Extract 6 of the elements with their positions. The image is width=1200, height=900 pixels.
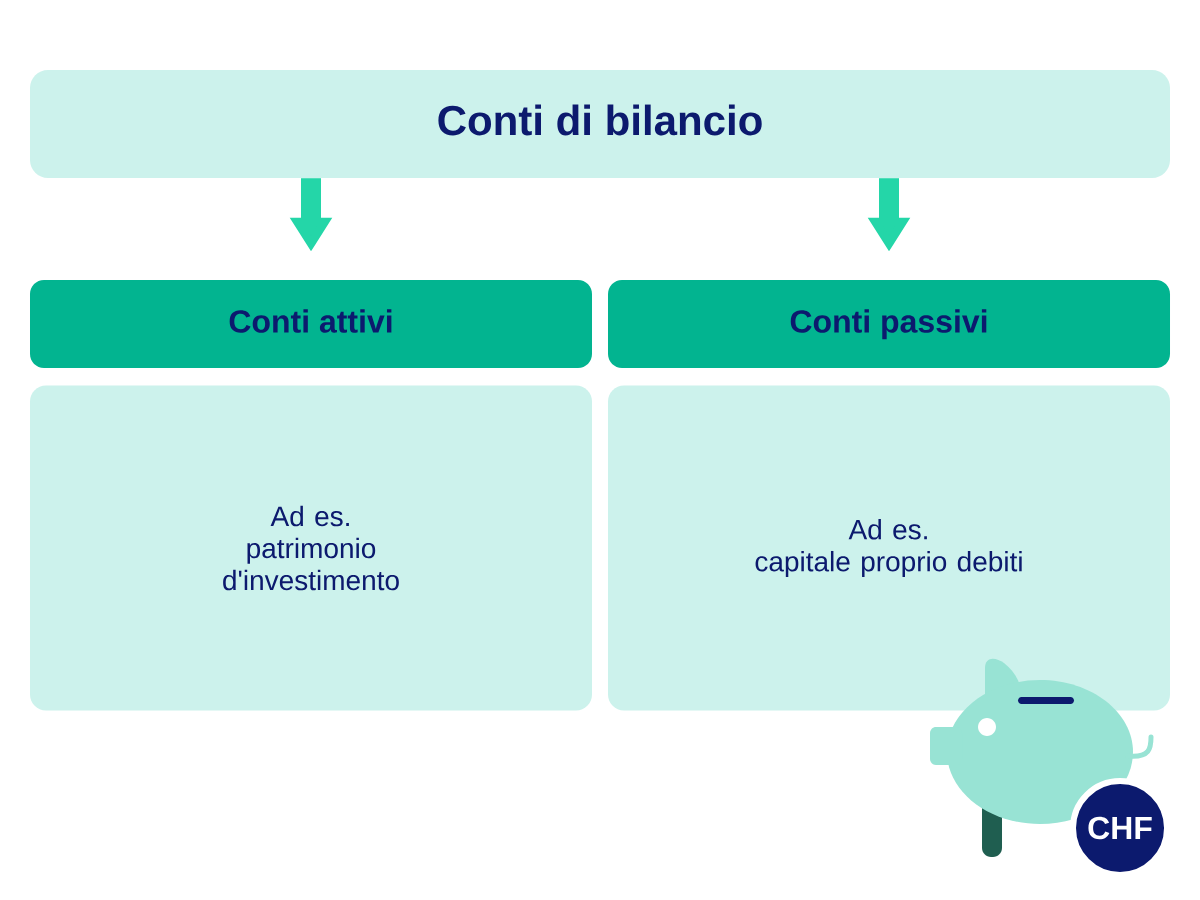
header-box: Conti attivi [30, 280, 592, 368]
text-box: Ad es. patrimonio d'investimento [30, 385, 592, 711]
title-box: Conti di bilancio [30, 70, 1170, 178]
text-box: Ad es. capitale proprio debiti [608, 385, 1170, 711]
header-box: Conti passivi [608, 280, 1170, 368]
currency-badge: CHF [1070, 778, 1170, 878]
